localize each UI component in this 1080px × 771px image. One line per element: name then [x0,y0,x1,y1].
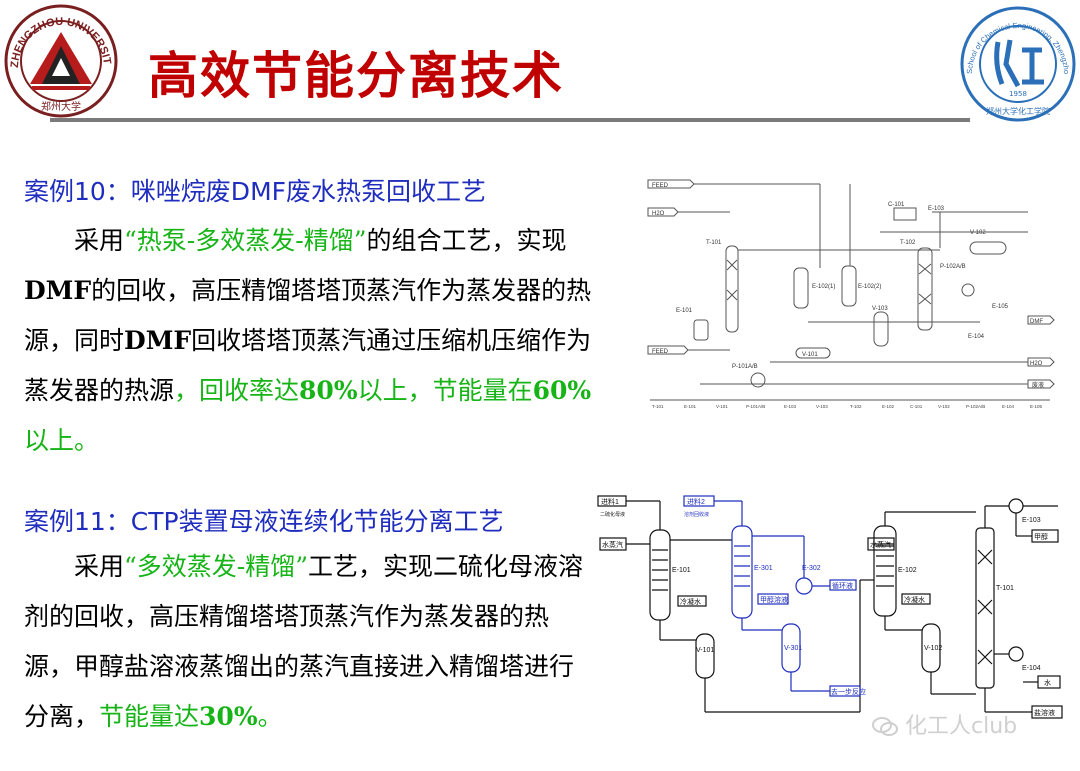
case10-paragraph: 采用“热泵-多效蒸发-精馏”的组合工艺，实现DMF的回收，高压精馏塔塔顶蒸汽作为… [24,226,592,455]
svg-text:水蒸汽: 水蒸汽 [602,540,623,549]
svg-text:E-103: E-103 [1022,517,1041,524]
svg-text:E-105: E-105 [1030,404,1043,409]
svg-text:T-102: T-102 [850,404,862,409]
zhengzhou-university-logo: ZHENGZHOU UNIVERSITY 郑州大学 [2,2,118,118]
svg-text:V-101: V-101 [716,404,728,409]
svg-text:E-301: E-301 [754,565,773,572]
svg-text:甲醇溶液: 甲醇溶液 [760,595,788,604]
watermark: 化工人club [872,708,1017,740]
svg-text:P-101A/B: P-101A/B [746,404,765,409]
svg-text:E-103: E-103 [784,404,797,409]
svg-text:V-103: V-103 [816,404,828,409]
svg-text:DMF: DMF [1030,319,1043,325]
svg-text:E-102(2): E-102(2) [858,284,881,290]
svg-text:进料2: 进料2 [687,497,705,506]
svg-text:H2O: H2O [652,211,665,217]
svg-text:溶剂回收液: 溶剂回收液 [684,511,709,518]
svg-text:甲醇: 甲醇 [1034,532,1048,541]
header-divider [50,118,970,122]
case11-paragraph: 采用“多效蒸发-精馏”工艺，实现二硫化母液溶剂的回收，高压精馏塔塔顶蒸汽作为蒸发… [24,552,584,731]
chemical-engineering-school-logo: School of Chemical Engineering, Zhengzho… [958,4,1076,122]
svg-text:T-101: T-101 [652,404,664,409]
svg-text:V-102: V-102 [970,230,986,236]
svg-text:P-102A/B: P-102A/B [966,404,985,409]
ctp-process-flow-diagram: 进料1 二硫化母液 水蒸汽 E-101 冷凝水 V-101 水蒸汽 E-102 … [597,495,1063,719]
svg-text:C-101: C-101 [910,404,923,409]
svg-text:P-101A/B: P-101A/B [732,364,758,370]
svg-text:H2O: H2O [1030,361,1043,367]
svg-text:T-101: T-101 [706,240,722,246]
svg-text:进料1: 进料1 [601,497,619,506]
svg-text:V-102: V-102 [938,404,950,409]
svg-text:E-103: E-103 [928,206,945,212]
svg-text:去一步反应: 去一步反应 [831,687,866,696]
svg-text:冷凝水: 冷凝水 [680,597,701,606]
wechat-icon [872,716,898,738]
svg-text:盐溶液: 盐溶液 [1034,708,1055,717]
dmf-process-flow-diagram: FEED H2O FEED T-101 E-101 P-101A/B E-102… [647,179,1055,409]
svg-text:FEED: FEED [652,183,669,189]
svg-text:E-101: E-101 [676,308,693,314]
svg-text:FEED: FEED [652,349,669,355]
svg-text:E-101: E-101 [684,404,697,409]
svg-text:E-102(1): E-102(1) [812,284,835,290]
svg-text:循环液: 循环液 [832,581,853,590]
svg-text:冷凝水: 冷凝水 [904,595,925,604]
svg-text:E-105: E-105 [992,304,1009,310]
page-title: 高效节能分离技术 [148,46,564,105]
svg-text:E-102: E-102 [882,404,895,409]
svg-text:V-101: V-101 [802,352,818,358]
svg-text:V-301: V-301 [784,645,802,652]
svg-text:郑州大学: 郑州大学 [41,100,81,113]
svg-text:水: 水 [1044,678,1051,687]
svg-text:P-102A/B: P-102A/B [940,264,966,270]
svg-text:E-101: E-101 [672,567,691,574]
svg-text:E-104: E-104 [1002,404,1015,409]
svg-text:郑州大学化工学院: 郑州大学化工学院 [986,106,1050,116]
svg-text:T-102: T-102 [900,240,916,246]
svg-text:V-103: V-103 [872,306,888,312]
svg-text:废液: 废液 [1032,381,1044,389]
svg-text:E-104: E-104 [1022,665,1041,672]
svg-text:V-101: V-101 [696,647,714,654]
case10-heading: 案例10：咪唑烷废DMF废水热泵回收工艺 [24,177,487,206]
svg-text:E-102: E-102 [898,567,917,574]
svg-text:V-102: V-102 [924,645,942,652]
svg-text:C-101: C-101 [888,202,905,208]
svg-text:1958: 1958 [1009,90,1027,98]
svg-text:E-302: E-302 [802,565,821,572]
svg-text:二硫化母液: 二硫化母液 [600,511,625,518]
svg-text:E-104: E-104 [968,334,985,340]
svg-text:T-101: T-101 [996,585,1014,592]
case11-heading: 案例11：CTP装置母液连续化节能分离工艺 [24,507,504,536]
